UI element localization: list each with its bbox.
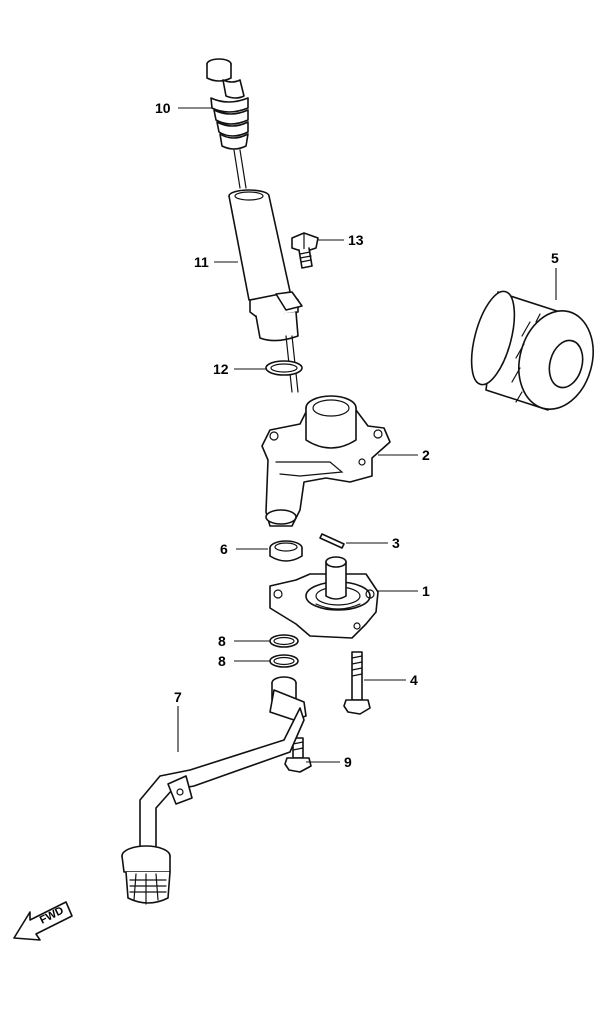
part-8-o-ring-upper[interactable] xyxy=(269,634,299,648)
callout-6: 6 xyxy=(220,541,228,557)
callout-9: 9 xyxy=(344,754,352,770)
callout-12: 12 xyxy=(213,361,229,377)
part-10-dipstick-handle[interactable] xyxy=(206,58,249,189)
part-13-bolt[interactable] xyxy=(291,232,319,269)
leader-lines xyxy=(177,107,557,763)
callout-5: 5 xyxy=(551,250,559,266)
callout-3: 3 xyxy=(392,535,400,551)
part-4-bolt[interactable] xyxy=(343,651,371,715)
callout-7: 7 xyxy=(174,689,182,705)
callout-2: 2 xyxy=(422,447,430,463)
callout-8-lower: 8 xyxy=(218,653,226,669)
part-11-guide-tube[interactable] xyxy=(228,189,303,393)
part-1-oil-pump-body[interactable] xyxy=(269,556,379,639)
callout-13: 13 xyxy=(348,232,364,248)
callout-4: 4 xyxy=(410,672,418,688)
part-2-pump-cover[interactable] xyxy=(261,395,391,527)
callout-1: 1 xyxy=(422,583,430,599)
part-9-bolt[interactable] xyxy=(284,737,312,773)
callout-labels: 10 11 13 12 5 2 3 6 1 8 8 4 7 9 xyxy=(155,100,559,770)
fwd-arrow-icon: FWD xyxy=(13,901,73,941)
part-3-pin[interactable] xyxy=(319,533,345,549)
part-12-o-ring[interactable] xyxy=(265,360,303,376)
callout-11: 11 xyxy=(194,254,209,270)
part-5-oil-filter[interactable] xyxy=(463,287,600,418)
part-8-o-ring-lower[interactable] xyxy=(269,654,299,668)
part-7-oil-strainer[interactable] xyxy=(121,676,307,905)
callout-10: 10 xyxy=(155,100,171,116)
callout-8-upper: 8 xyxy=(218,633,226,649)
part-6-collar[interactable] xyxy=(269,540,303,562)
